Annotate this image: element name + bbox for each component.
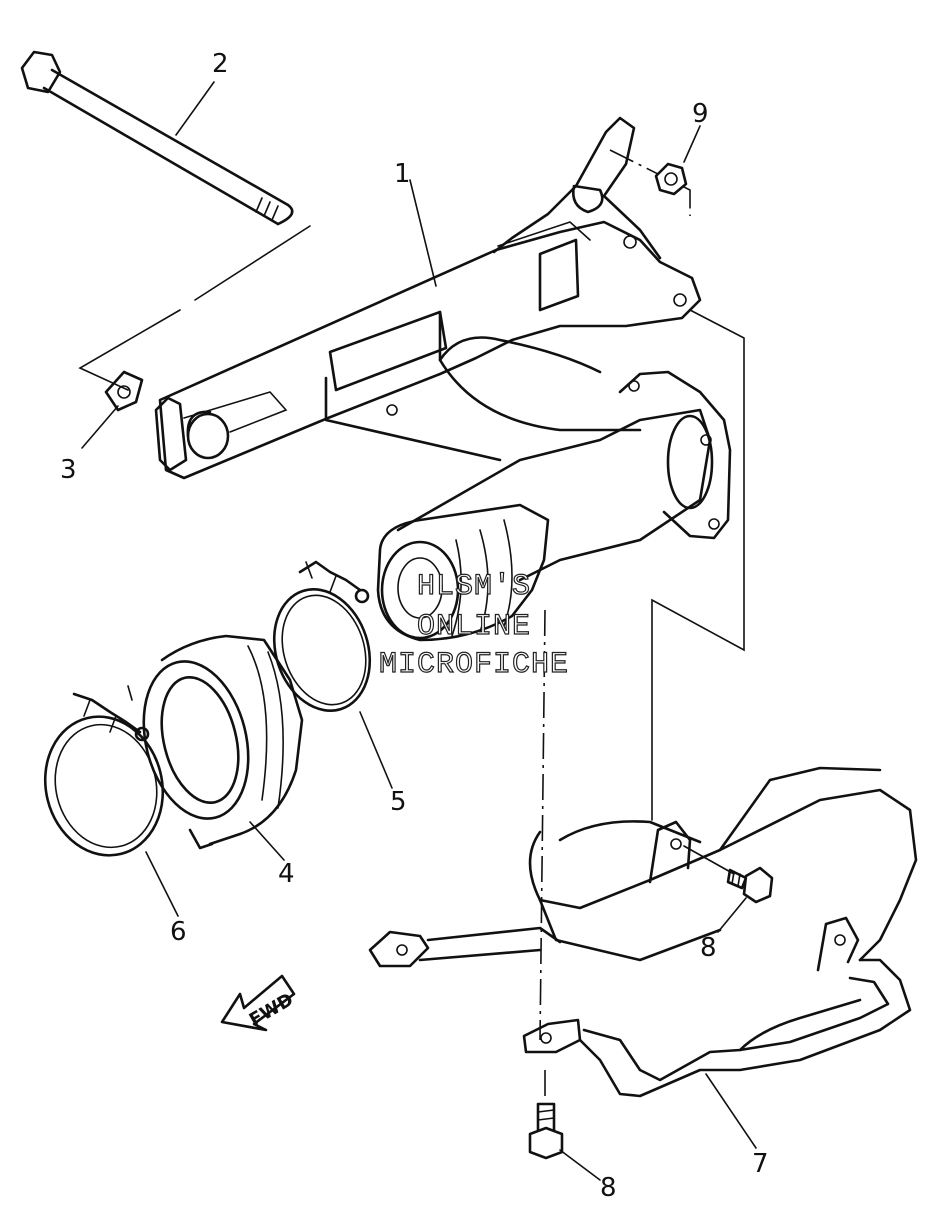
flange-bolt-upper xyxy=(726,866,774,904)
alignment-line-bolt xyxy=(78,225,311,391)
watermark-line-2: ONLINE xyxy=(417,610,531,644)
rubber-boot xyxy=(142,634,304,850)
leader-line-9 xyxy=(683,125,701,163)
leader-line-6 xyxy=(145,851,179,917)
callout-8-upper: 8 xyxy=(700,933,717,963)
callout-5: 5 xyxy=(390,787,407,817)
leader-line-8-lower xyxy=(559,1149,601,1181)
alignment-line-vertical xyxy=(539,609,546,1100)
flange-bolt-lower xyxy=(528,1102,564,1160)
callout-1: 1 xyxy=(394,159,411,189)
watermark-line-1: HLSM'S xyxy=(417,570,531,604)
leader-line-2 xyxy=(175,81,215,136)
leader-line-5 xyxy=(359,711,393,789)
watermark: HLSM'S ONLINE MICROFICHE xyxy=(378,569,569,682)
leader-line-3 xyxy=(81,405,119,449)
alignment-line-upper-bolt xyxy=(683,845,735,875)
watermark-line-3: MICROFICHE xyxy=(379,648,569,682)
callout-6: 6 xyxy=(170,917,187,947)
lock-washer xyxy=(104,370,144,412)
rear-guard xyxy=(368,766,918,1098)
pivot-shaft-bolt xyxy=(20,50,294,226)
leader-line-7 xyxy=(705,1073,757,1149)
leader-line-1 xyxy=(409,179,437,287)
forward-direction-arrow: FWD xyxy=(220,974,297,1032)
alignment-line-right xyxy=(651,309,745,821)
callout-9: 9 xyxy=(692,99,709,129)
callout-3: 3 xyxy=(60,455,77,485)
leader-line-8-upper xyxy=(717,897,747,933)
band-clamp-small xyxy=(272,560,372,712)
leader-line-4 xyxy=(249,821,285,861)
callout-4: 4 xyxy=(278,859,295,889)
callout-7: 7 xyxy=(752,1149,769,1179)
flange-nut xyxy=(654,162,688,196)
callout-8-lower: 8 xyxy=(600,1173,617,1203)
alignment-line-shock xyxy=(609,149,691,216)
callout-2: 2 xyxy=(212,49,229,79)
band-clamp-large xyxy=(43,685,165,857)
swingarm xyxy=(154,116,732,642)
